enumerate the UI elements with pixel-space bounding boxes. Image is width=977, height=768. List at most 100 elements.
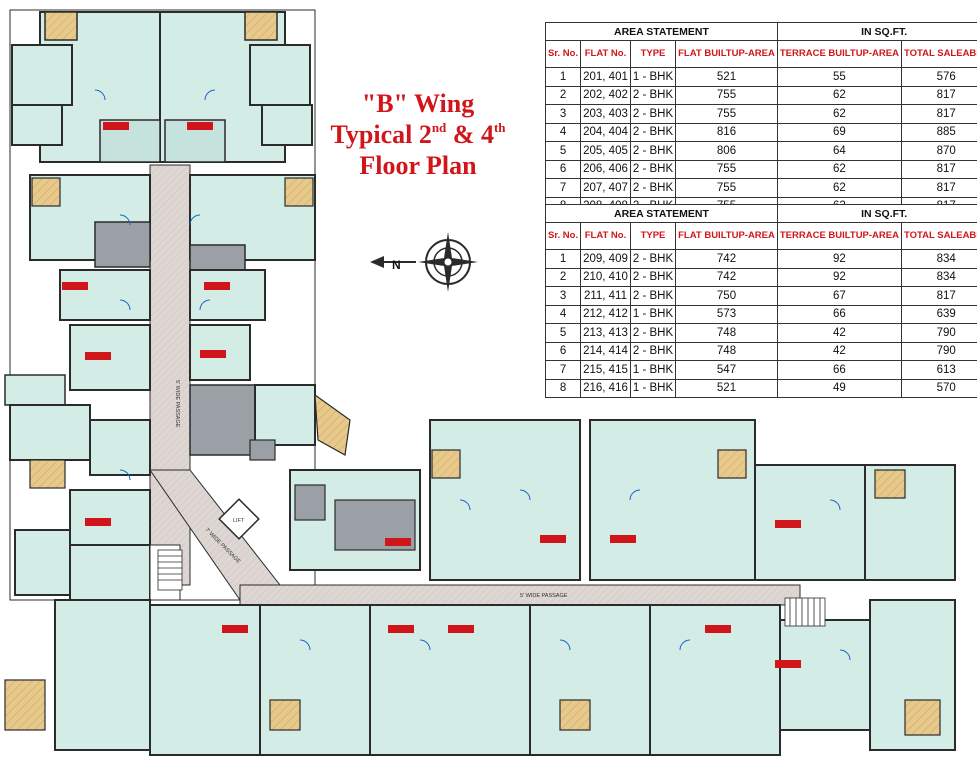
table-cell: 742	[675, 249, 778, 269]
table-cell: 5	[544, 323, 582, 343]
table-cell: 2	[544, 85, 582, 105]
table-cell: 92	[776, 267, 902, 287]
table-cell: 547	[675, 360, 778, 380]
table-cell: 1	[544, 249, 582, 269]
bottom-block: 5' WIDE PASSAGE	[4, 419, 956, 756]
table-cell: 66	[776, 304, 902, 324]
door-arcs	[94, 89, 851, 661]
table-cell: 3	[544, 104, 582, 124]
title-sup-2: th	[493, 120, 506, 135]
table-cell: 2 - BHK	[629, 249, 677, 269]
column-header: TYPE	[629, 40, 677, 68]
table-cell: 62	[776, 85, 902, 105]
title-line-2: Typical 2nd & 4th	[318, 119, 518, 150]
table-cell: 817	[900, 85, 977, 105]
table-cell: 92	[776, 249, 902, 269]
title-line-3: Floor Plan	[359, 151, 477, 180]
table-cell: 1	[544, 67, 582, 87]
table-cell: 213, 413	[580, 323, 631, 343]
table-header-units: IN SQ.FT.	[776, 22, 977, 41]
column-header: TYPE	[629, 222, 677, 250]
table-cell: 816	[675, 122, 778, 142]
column-header: TERRACE BUILTUP-AREA	[776, 222, 902, 250]
table-cell: 211, 411	[580, 286, 631, 306]
table-cell: 214, 414	[580, 341, 631, 361]
table-header-area-statement: AREA STATEMENT	[545, 204, 778, 223]
table-cell: 1 - BHK	[629, 304, 677, 324]
compass-north-label: N	[392, 258, 401, 272]
title-line-2-main: Typical 2	[330, 120, 432, 149]
compass-icon	[370, 232, 478, 292]
table-cell: 62	[776, 104, 902, 124]
table-cell: 1 - BHK	[629, 67, 677, 87]
table-cell: 201, 401	[580, 67, 631, 87]
table-cell: 750	[675, 286, 778, 306]
table-cell: 67	[776, 286, 902, 306]
table-cell: 834	[900, 267, 977, 287]
table-cell: 613	[900, 360, 977, 380]
table-cell: 755	[675, 159, 778, 179]
table-cell: 69	[776, 122, 902, 142]
table-cell: 205, 405	[580, 141, 631, 161]
column-header: Sr. No.	[544, 40, 582, 68]
table-cell: 817	[900, 286, 977, 306]
table-cell: 806	[675, 141, 778, 161]
table-cell: 3	[544, 286, 582, 306]
table-cell: 817	[900, 178, 977, 198]
table-cell: 7	[544, 178, 582, 198]
table-cell: 4	[544, 304, 582, 324]
table-header-area-statement: AREA STATEMENT	[545, 22, 778, 41]
title-sup-1: nd	[431, 120, 447, 135]
table-cell: 1 - BHK	[629, 378, 677, 398]
table-cell: 2 - BHK	[629, 267, 677, 287]
table-cell: 207, 407	[580, 178, 631, 198]
table-cell: 870	[900, 141, 977, 161]
table-cell: 203, 403	[580, 104, 631, 124]
table-cell: 2 - BHK	[629, 286, 677, 306]
column-header: FLAT No.	[580, 40, 631, 68]
table-cell: 62	[776, 178, 902, 198]
table-cell: 2 - BHK	[629, 159, 677, 179]
table-cell: 885	[900, 122, 977, 142]
table-cell: 2 - BHK	[629, 323, 677, 343]
table-cell: 521	[675, 67, 778, 87]
table-cell: 8	[544, 378, 582, 398]
column-header: TOTAL SALEABLE	[900, 222, 977, 250]
table-cell: 42	[776, 341, 902, 361]
table-cell: 576	[900, 67, 977, 87]
column-header: FLAT BUILTUP-AREA	[675, 222, 778, 250]
table-cell: 64	[776, 141, 902, 161]
table-cell: 742	[675, 267, 778, 287]
table-cell: 2 - BHK	[629, 104, 677, 124]
column-header: FLAT BUILTUP-AREA	[675, 40, 778, 68]
table-cell: 2	[544, 267, 582, 287]
column-header: TERRACE BUILTUP-AREA	[776, 40, 902, 68]
title-line-2-mid: & 4	[446, 120, 494, 149]
table-cell: 212, 412	[580, 304, 631, 324]
table-cell: 215, 415	[580, 360, 631, 380]
column-header: FLAT No.	[580, 222, 631, 250]
table-cell: 62	[776, 159, 902, 179]
table-cell: 42	[776, 323, 902, 343]
table-cell: 817	[900, 104, 977, 124]
table-cell: 790	[900, 341, 977, 361]
title-line-1: "B" Wing	[361, 89, 475, 118]
table-cell: 1 - BHK	[629, 360, 677, 380]
table-cell: 216, 416	[580, 378, 631, 398]
left-tower: 5' WIDE PASSAGE	[4, 9, 351, 601]
